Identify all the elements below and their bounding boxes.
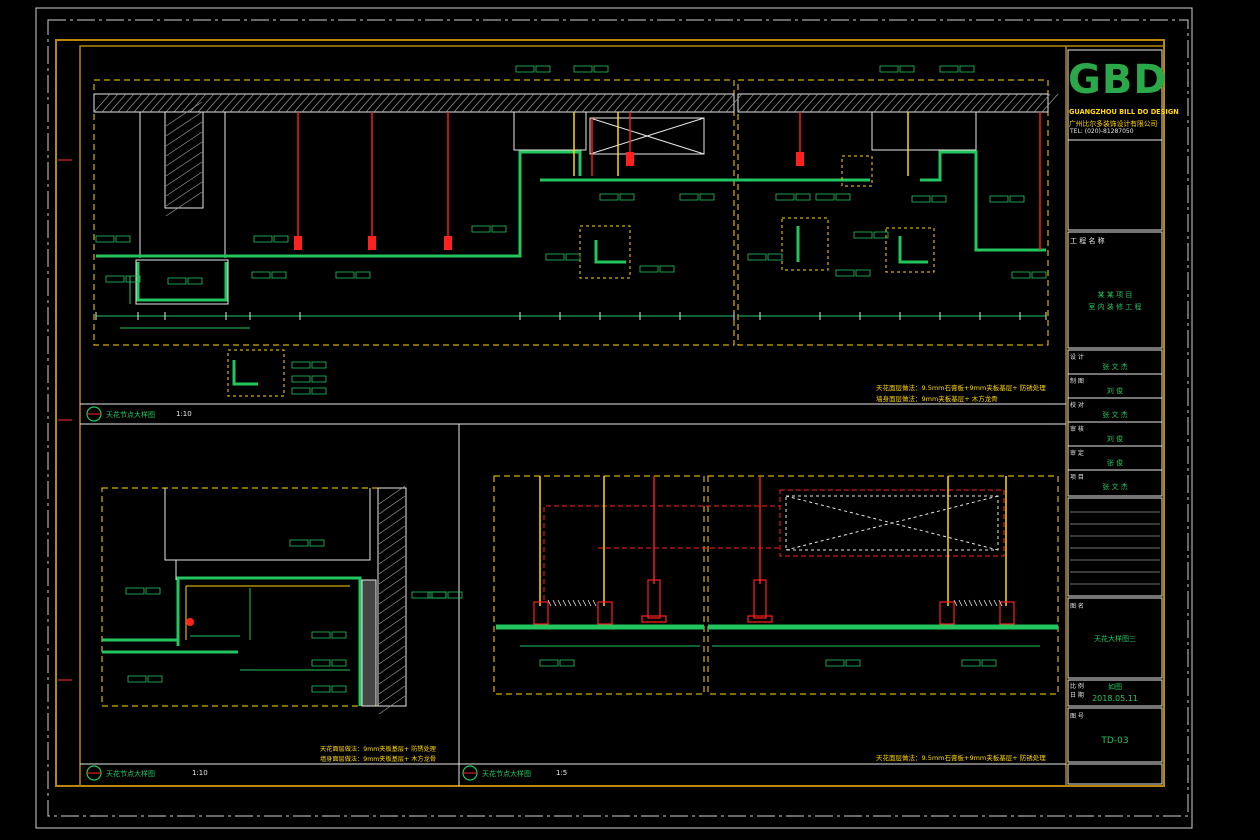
br-note-1: 天花面层做法：9.5mm石膏板+9mm夹板基层+ 防锈处理 xyxy=(876,754,1046,762)
top-note-1: 天花面层做法：9.5mm石膏板+9mm夹板基层+ 防锈处理 xyxy=(876,384,1046,392)
trim-border xyxy=(47,19,1189,817)
role-4-value: 刘 俊 xyxy=(1106,435,1124,443)
outer-border xyxy=(35,7,1193,829)
scale-value: 如图 xyxy=(1108,683,1122,691)
project-name-line-2: 室 内 装 修 工 程 xyxy=(1088,303,1142,311)
role-5-label: 审 定 xyxy=(1070,450,1084,457)
sheet-no-label: 图 号 xyxy=(1070,713,1084,720)
date-label: 日 期 xyxy=(1070,692,1084,699)
drawing-frame xyxy=(79,45,1165,787)
bl-panel-title: 天花节点大样图 xyxy=(106,770,155,778)
sheet-number: TD-03 xyxy=(1101,736,1129,746)
top-panel-scale: 1:10 xyxy=(176,410,192,418)
br-panel-title: 天花节点大样图 xyxy=(482,770,531,778)
role-1-label: 设 计 xyxy=(1070,354,1084,361)
role-2-label: 制 图 xyxy=(1070,378,1084,385)
company-name-en: GUANGZHOU BILL DO DESIGN xyxy=(1069,108,1179,116)
role-3-value: 张 文 杰 xyxy=(1102,411,1128,419)
top-panel-title: 天花节点大样图 xyxy=(106,411,155,419)
project-name-line-1: 某 某 项 目 xyxy=(1097,291,1133,299)
bl-panel-scale: 1:10 xyxy=(192,769,208,777)
role-1-value: 张 文 杰 xyxy=(1102,363,1128,371)
role-6-value: 张 文 杰 xyxy=(1102,483,1128,491)
role-4-label: 审 核 xyxy=(1070,426,1084,433)
drawing-name-label: 图 名 xyxy=(1070,603,1084,610)
bl-note-1: 天花面层做法：9mm夹板基层+ 防锈处理 xyxy=(320,746,436,753)
drawing-name: 天花大样图三 xyxy=(1094,635,1136,643)
role-3-label: 校 对 xyxy=(1070,402,1084,409)
role-2-value: 刘 俊 xyxy=(1106,387,1124,395)
scale-label: 比 例 xyxy=(1070,683,1084,690)
company-tel: TEL: (020)-81287050 xyxy=(1070,128,1134,135)
role-6-label: 项 目 xyxy=(1070,474,1084,481)
top-note-2: 墙身面层做法：9mm夹板基层+ 木方龙骨 xyxy=(876,395,998,403)
project-label: 工 程 名 称 xyxy=(1070,237,1105,245)
date-value: 2018.05.11 xyxy=(1092,694,1138,703)
br-panel-scale: 1:5 xyxy=(556,769,568,777)
company-logo: GBD xyxy=(1068,57,1168,103)
sheet-frame xyxy=(55,39,1165,787)
company-name-cn: 广州比尔多装饰设计有限公司 xyxy=(1069,120,1158,128)
logo-text: GBD xyxy=(1068,57,1168,103)
side-marks xyxy=(58,159,72,681)
role-5-value: 张 俊 xyxy=(1106,459,1124,467)
bl-note-2: 墙身面层做法：9mm夹板基层+ 木方龙骨 xyxy=(320,756,436,763)
